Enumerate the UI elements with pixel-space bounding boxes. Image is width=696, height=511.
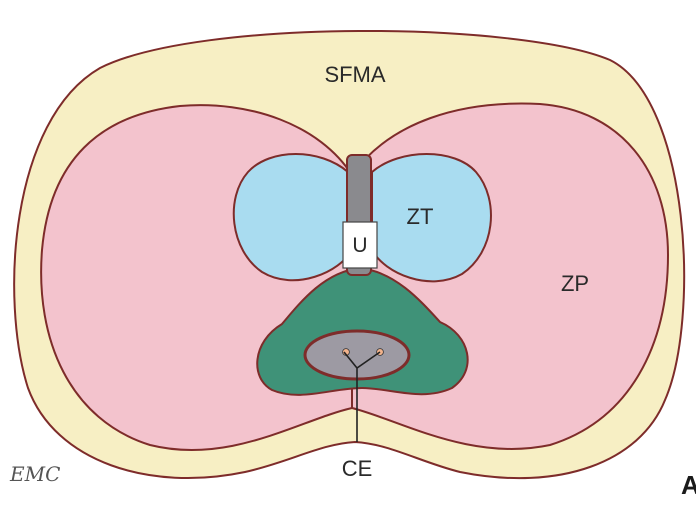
label-panel-a: A <box>681 470 696 500</box>
peripheral-zone-right-lobe <box>352 104 668 449</box>
label-sfma: SFMA <box>324 62 385 87</box>
transition-zone-left-lobe <box>234 154 352 280</box>
label-zt: ZT <box>407 204 434 229</box>
label-ce: CE <box>342 456 373 481</box>
label-zp: ZP <box>561 271 589 296</box>
emc-logo: EMC <box>9 462 60 486</box>
label-u: U <box>352 234 367 257</box>
